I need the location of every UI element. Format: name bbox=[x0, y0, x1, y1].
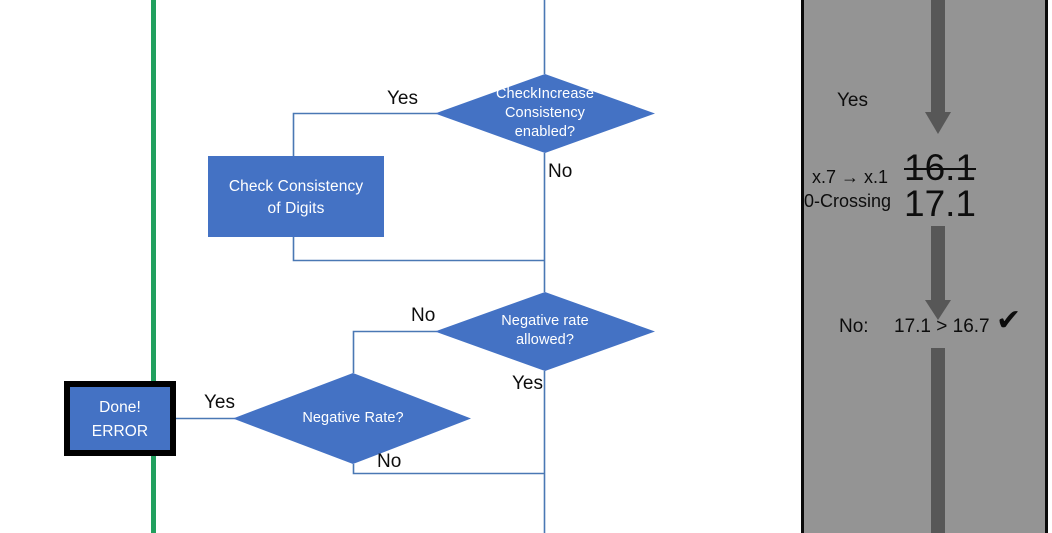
connector-no-negative-rate-allowed bbox=[352, 330, 437, 373]
panel-arrow-top-head bbox=[925, 112, 951, 134]
panel-arrow-middle-head bbox=[925, 300, 951, 320]
edge-label-yes-negative-rate-allowed: Yes bbox=[512, 373, 543, 394]
edge-label-no-check-increase: No bbox=[548, 161, 573, 182]
panel-arrow-middle-shaft bbox=[931, 226, 945, 302]
edge-label-yes-check-increase: Yes bbox=[387, 88, 418, 109]
panel-value-struck: 16.1 bbox=[904, 147, 977, 188]
check-mark-icon: ✔ bbox=[996, 303, 1022, 338]
panel-arrow-graphics bbox=[925, 0, 951, 533]
panel-arrow-bottom-shaft bbox=[931, 348, 945, 533]
panel-arrow-top-shaft bbox=[931, 0, 945, 114]
edge-label-no-negative-rate-allowed: No bbox=[411, 305, 436, 326]
panel-value-current: 17.1 bbox=[904, 183, 977, 224]
connector-no-negative-rate bbox=[352, 464, 545, 475]
panel-zero-crossing-label: 0-Crossing bbox=[804, 191, 892, 211]
decision-check-increase-consistency[interactable] bbox=[435, 74, 655, 153]
panel-comparison-label: 17.1 > 16.7 bbox=[894, 316, 990, 337]
panel-rounding-label: x.7 → x.1 bbox=[812, 167, 889, 187]
terminator-done-error[interactable] bbox=[64, 381, 176, 456]
annotation-panel: Yes x.7 → x.1 0-Crossing 16.1 17.1 No: 1… bbox=[801, 0, 1048, 533]
panel-yes-label: Yes bbox=[837, 90, 868, 111]
green-divider-line bbox=[151, 0, 156, 533]
connector-check-consistency-to-trunk bbox=[292, 237, 545, 262]
edge-label-yes-negative-rate: Yes bbox=[204, 392, 235, 413]
decision-negative-rate[interactable] bbox=[233, 373, 471, 464]
connector-yes-to-check-consistency bbox=[292, 112, 437, 156]
process-check-consistency-of-digits[interactable] bbox=[208, 156, 384, 237]
decision-negative-rate-allowed[interactable] bbox=[435, 292, 655, 371]
panel-no-label: No: bbox=[839, 316, 869, 337]
edge-label-no-negative-rate: No bbox=[377, 451, 402, 472]
